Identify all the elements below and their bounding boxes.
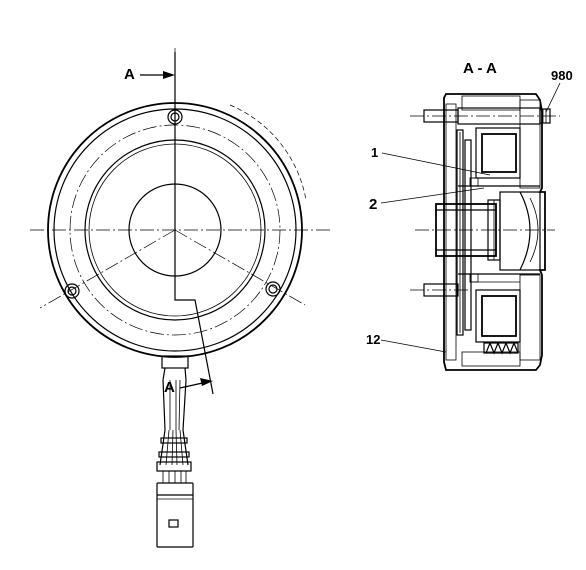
callout-980: 980 [551, 68, 573, 83]
section-arrow-bottom [179, 378, 213, 389]
housing-wall-hatched [519, 99, 541, 189]
friction-disc-2 [464, 139, 472, 331]
section-arrow-top [140, 71, 175, 79]
callout-2: 2 [369, 196, 377, 213]
connector-plug [156, 482, 194, 548]
bolt-hole-left [64, 283, 80, 299]
housing-wall-hatched-lower [519, 274, 541, 361]
radial-line-left [39, 229, 176, 309]
bolt-top [410, 107, 560, 125]
bottom-flange [461, 351, 521, 367]
cable [162, 379, 187, 431]
coil-upper [481, 133, 517, 173]
wire-bundle [156, 429, 192, 483]
callout-1: 1 [371, 145, 378, 160]
section-label-bottom: A [164, 379, 175, 396]
leader-2 [380, 187, 485, 204]
armature-plate [445, 103, 457, 361]
cable-exit [161, 355, 189, 369]
hub-shoulder [499, 191, 541, 271]
section-label-top: A [124, 66, 135, 83]
friction-disc [456, 129, 464, 336]
hub [435, 191, 541, 271]
spring [483, 341, 519, 355]
section-cut-line [174, 52, 214, 395]
leader-1 [381, 152, 491, 176]
section-view: A - A [366, 60, 573, 371]
coil-lower [481, 295, 517, 337]
radial-line-right [174, 229, 306, 306]
top-flange [461, 95, 521, 111]
bolt-bottom [410, 283, 470, 297]
callout-12: 12 [366, 332, 380, 347]
leader-12 [380, 339, 447, 353]
front-view: A A [30, 48, 332, 548]
section-title: A - A [463, 60, 497, 77]
leader-980 [545, 82, 561, 113]
